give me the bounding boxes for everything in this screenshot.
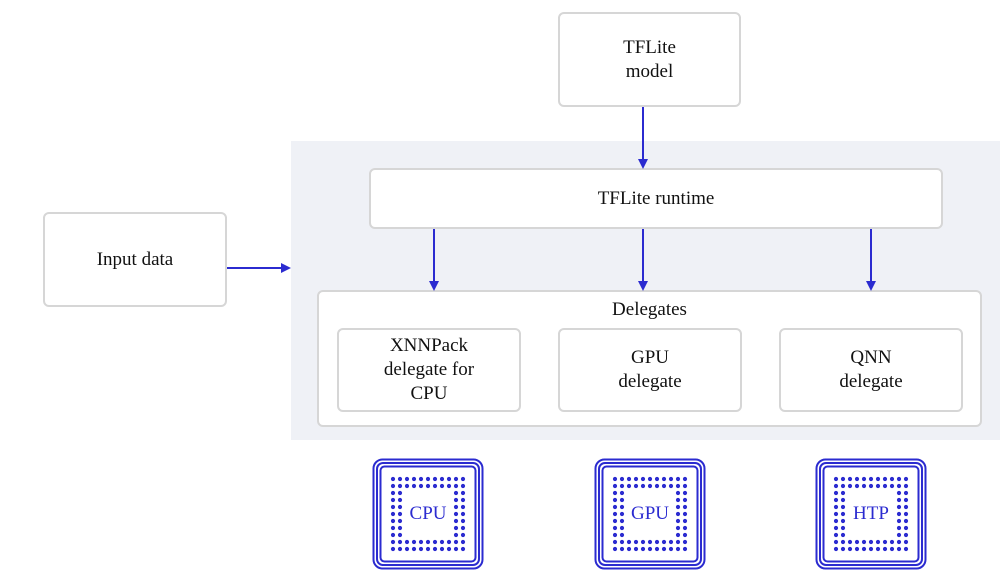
gpu-chip-icon: GPU (594, 458, 706, 570)
tflite-model-box: TFLite model (558, 12, 741, 107)
input-data-box: Input data (43, 212, 227, 307)
qnn-delegate-box: QNN delegate (779, 328, 963, 412)
htp-chip-label: HTP (853, 503, 889, 524)
xnnpack-delegate-box: XNNPack delegate for CPU (337, 328, 521, 412)
gpu-chip-label: GPU (630, 503, 669, 524)
tflite-runtime-box: TFLite runtime (369, 168, 943, 229)
gpu-delegate-box: GPU delegate (558, 328, 742, 412)
delegates-title: Delegates (612, 299, 687, 320)
cpu-chip-label: CPU (409, 503, 447, 524)
htp-chip-icon: HTP (815, 458, 927, 570)
cpu-chip-icon: CPU (372, 458, 484, 570)
